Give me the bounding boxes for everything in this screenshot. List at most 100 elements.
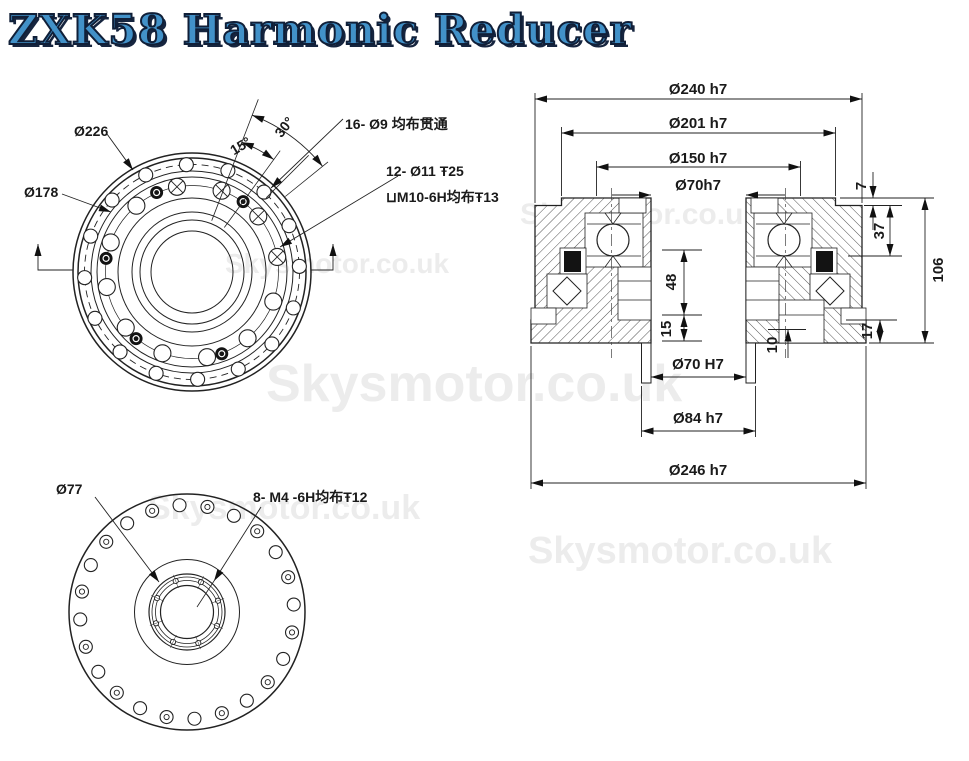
hole-outer — [83, 228, 99, 244]
dim-text-v15: 15 — [658, 321, 675, 338]
bottom-leaders — [94, 496, 262, 608]
hole-outer — [281, 218, 297, 234]
bearing-ball-left — [596, 223, 630, 257]
dim-text-v48: 48 — [663, 274, 680, 291]
ring — [105, 185, 279, 359]
ring — [117, 197, 267, 347]
page-title: ZXK58 Harmonic Reducer — [7, 5, 633, 55]
rim-hole — [284, 625, 300, 640]
top-leaders — [61, 118, 399, 248]
dim-text-d70-bottom: Ø70 H7 — [672, 356, 724, 373]
hole-mid — [238, 329, 257, 348]
rim-hole — [286, 597, 301, 612]
dim-text-d84: Ø84 h7 — [673, 410, 723, 427]
label-d77: Ø77 — [56, 481, 83, 497]
hole-mid — [153, 344, 172, 363]
rim-hole — [260, 675, 275, 690]
section-view: Ø240 h7 Ø201 h7 Ø150 h7 Ø70h7 Ø70 H7 Ø84… — [530, 81, 947, 489]
hole-mid — [101, 233, 120, 252]
hole-dark — [129, 332, 143, 346]
hub-ring — [151, 576, 223, 648]
bottom-rings — [68, 493, 306, 731]
ring — [90, 170, 294, 374]
label-angle30: 30° — [271, 114, 297, 141]
rim-hole — [281, 570, 296, 585]
mid-ring — [134, 559, 240, 665]
rim-hole — [200, 499, 215, 515]
hub-ring — [159, 584, 215, 640]
hole-outer — [148, 365, 164, 381]
hole-outer — [138, 167, 154, 183]
dim-text-d246: Ø246 h7 — [669, 462, 727, 479]
cross-roller-left — [552, 276, 582, 306]
tube-wall-left — [641, 342, 652, 384]
rim-hole — [78, 639, 93, 654]
hole-outer — [256, 184, 272, 200]
watermark: Skysmotor.co.uk — [225, 248, 450, 279]
rim-hole — [73, 612, 88, 627]
rim-hole — [226, 508, 241, 523]
label-d178: Ø178 — [24, 184, 58, 200]
cross-roller-right — [815, 276, 845, 306]
hole-outer — [104, 192, 120, 208]
leader-holes8 — [213, 506, 262, 582]
watermark: Skysmotor.co.uk — [266, 355, 683, 413]
dim-text-v7: 7 — [853, 182, 870, 190]
hole-mid — [97, 277, 116, 297]
hole-outer — [291, 258, 307, 274]
rim-hole — [109, 685, 124, 700]
ring — [77, 157, 307, 387]
ring — [96, 176, 288, 368]
front-view-top: Ø226 Ø178 15° 30° 16- Ø9 均布贯通 12- Ø11 Ŧ2… — [24, 99, 499, 392]
dim-text-d201: Ø201 h7 — [669, 115, 727, 132]
dim-text-v106: 106 — [930, 257, 947, 282]
hole-outer — [87, 310, 103, 326]
rim-hole — [91, 664, 106, 679]
section-arrow-left — [34, 244, 73, 271]
ring — [131, 211, 253, 333]
label-d226: Ø226 — [74, 123, 108, 139]
label-holes8: 8- M4 -6H均布Ŧ12 — [253, 489, 368, 505]
rim-hole — [250, 524, 265, 539]
front-view-bottom: Ø77 8- M4 -6H均布Ŧ12 — [56, 481, 368, 731]
outer-ring — [68, 493, 306, 731]
arc-30deg — [252, 114, 323, 167]
hole-outer — [112, 344, 128, 360]
seal-right — [816, 251, 833, 272]
hole-dark — [150, 186, 164, 200]
label-angle15: 15° — [227, 133, 253, 158]
rim-hole — [172, 498, 187, 513]
dim-text-d150: Ø150 h7 — [669, 150, 727, 167]
rim-hole — [187, 711, 202, 726]
leader-d77 — [94, 496, 160, 583]
rim-hole — [214, 706, 229, 721]
section-arrow-right — [311, 244, 337, 271]
top-section-cut-arrows — [34, 244, 337, 271]
rim-hole — [276, 651, 291, 666]
hole-outer — [178, 157, 194, 173]
watermark: Skysmotor.co.uk — [528, 530, 833, 572]
rim-hole — [120, 516, 135, 531]
dim-text-v37: 37 — [871, 223, 888, 240]
rim-hole — [239, 693, 254, 708]
tube-wall-right — [745, 342, 756, 384]
bottom-holes — [73, 498, 301, 726]
hole-mid — [264, 292, 283, 311]
dim-text-v17: 17 — [859, 323, 876, 340]
bearing-ball-right — [767, 223, 801, 257]
hole-outer — [264, 336, 280, 352]
hole-outer — [77, 270, 93, 286]
rim-hole — [133, 701, 148, 716]
rim-hole — [268, 545, 283, 560]
hole-outer — [230, 361, 246, 377]
hole-outer — [190, 371, 206, 387]
seal-left — [564, 251, 581, 272]
watermark: Skysmotor.co.uk — [148, 489, 421, 527]
leader-holes12 — [279, 175, 399, 248]
dim-text-d240: Ø240 h7 — [669, 81, 727, 98]
rim-hole — [145, 503, 160, 518]
rim-hole — [99, 534, 114, 549]
top-angle-construction — [211, 99, 329, 228]
